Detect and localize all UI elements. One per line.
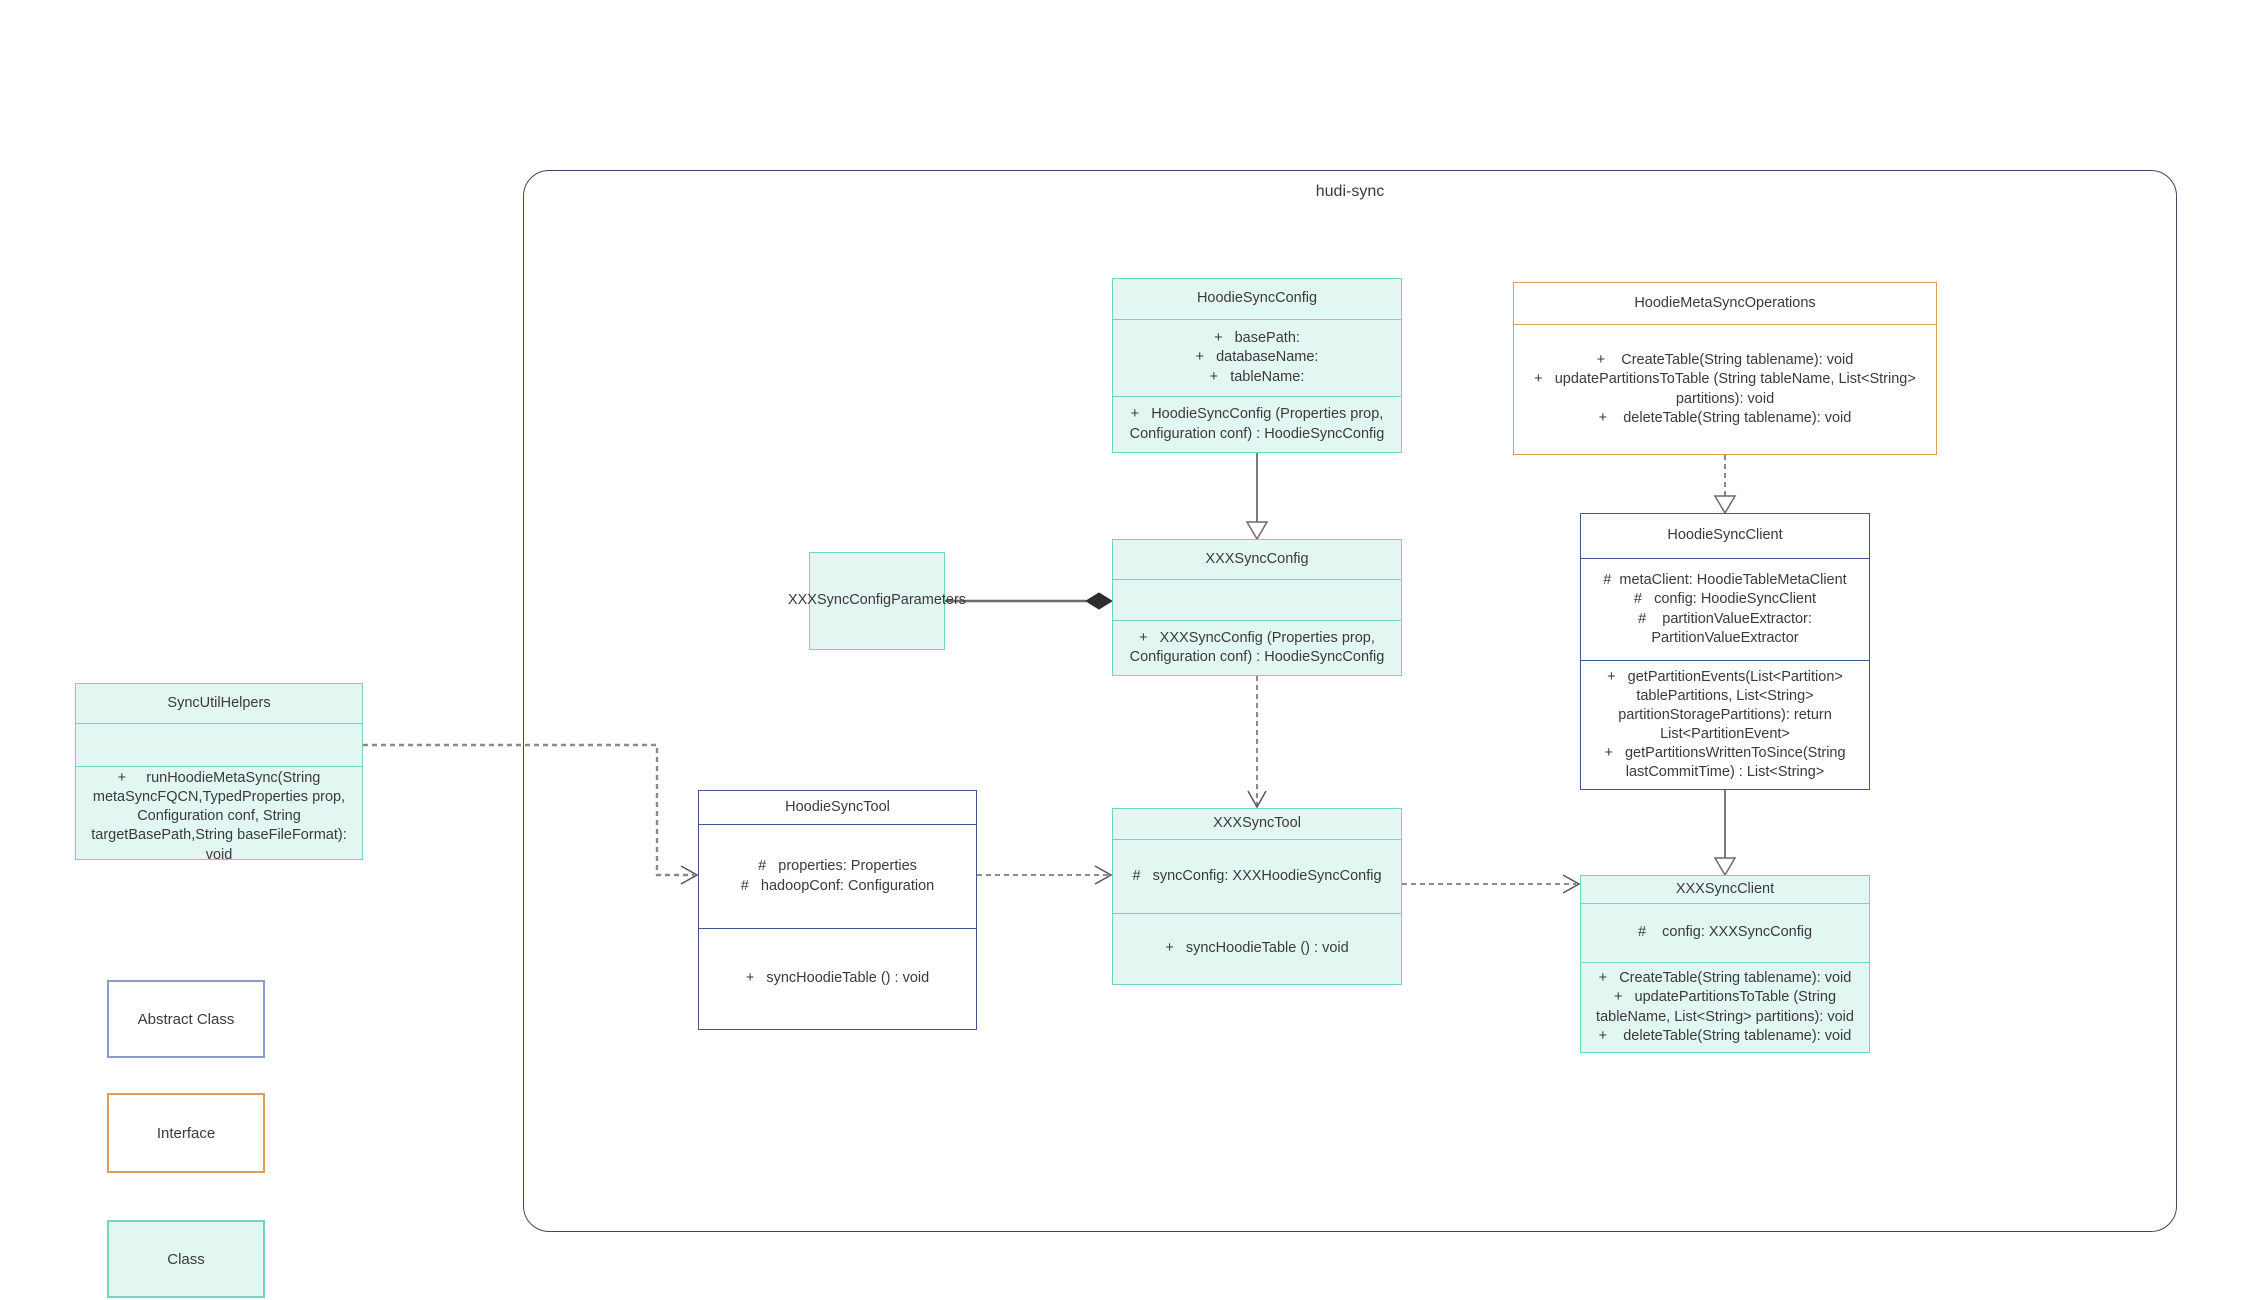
field: # hadoopConf: Configuration xyxy=(740,877,935,894)
class-title: XXXSyncTool xyxy=(1213,815,1301,832)
method: + HoodieSyncConfig (Properties prop, Con… xyxy=(1129,406,1385,442)
class-xxx-sync-config-parameters: XXXSyncConfigParameters xyxy=(787,552,967,650)
class-fields: # metaClient: HoodieTableMetaClient # co… xyxy=(1581,558,1869,660)
field: # properties: Properties xyxy=(758,858,917,875)
interface-methods: + CreateTable(String tablename): void + … xyxy=(1514,324,1936,454)
field: + databaseName: xyxy=(1195,349,1319,366)
interface-title: HoodieMetaSyncOperations xyxy=(1634,294,1816,311)
interface-hoodie-meta-sync-operations: HoodieMetaSyncOperations + CreateTable(S… xyxy=(1513,282,1937,455)
class-title: XXXSyncConfig xyxy=(1205,550,1309,567)
class-title: XXXSyncConfigParameters xyxy=(787,592,967,609)
class-title: SyncUtilHelpers xyxy=(167,694,271,711)
package-title: hudi-sync xyxy=(1315,183,1385,200)
class-methods: + runHoodieMetaSync(String metaSyncFQCN,… xyxy=(76,766,362,867)
class-methods: + getPartitionEvents(List<Partition> tab… xyxy=(1581,660,1869,789)
class-xxx-sync-tool: XXXSyncTool # syncConfig: XXXHoodieSyncC… xyxy=(1112,808,1402,985)
method: + syncHoodieTable () : void xyxy=(745,970,930,987)
method: + CreateTable(String tablename): void xyxy=(1598,970,1852,987)
class-methods: + HoodieSyncConfig (Properties prop, Con… xyxy=(1113,396,1401,452)
package-hudi-sync: hudi-sync xyxy=(523,170,2177,1232)
class-fields xyxy=(1113,579,1401,620)
method: + XXXSyncConfig (Properties prop, Config… xyxy=(1129,629,1385,665)
method: + CreateTable(String tablename): void xyxy=(1596,352,1854,369)
legend-label: Abstract Class xyxy=(137,1010,235,1028)
method: + updatePartitionsToTable (String tableN… xyxy=(1596,989,1854,1025)
abstract-class-hoodie-sync-tool: HoodieSyncTool # properties: Properties … xyxy=(698,790,977,1030)
class-hoodie-sync-config: HoodieSyncConfig + basePath: + databaseN… xyxy=(1112,278,1402,453)
class-methods: + XXXSyncConfig (Properties prop, Config… xyxy=(1113,620,1401,675)
class-xxx-sync-config: XXXSyncConfig + XXXSyncConfig (Propertie… xyxy=(1112,539,1402,676)
class-sync-util-helpers: SyncUtilHelpers + runHoodieMetaSync(Stri… xyxy=(75,683,363,863)
class-fields: # config: XXXSyncConfig xyxy=(1581,903,1869,962)
class-methods: + syncHoodieTable () : void xyxy=(699,928,976,1029)
class-methods: + syncHoodieTable () : void xyxy=(1113,913,1401,984)
class-methods: + CreateTable(String tablename): void + … xyxy=(1581,962,1869,1052)
field: # config: HoodieSyncClient xyxy=(1633,591,1817,608)
class-fields: + basePath: + databaseName: + tableName: xyxy=(1113,319,1401,396)
method: + getPartitionEvents(List<Partition> tab… xyxy=(1607,668,1843,742)
abstract-class-hoodie-sync-client: HoodieSyncClient # metaClient: HoodieTab… xyxy=(1580,513,1870,790)
class-fields xyxy=(76,723,362,766)
class-title: XXXSyncClient xyxy=(1675,880,1775,897)
class-title: HoodieSyncClient xyxy=(1667,527,1783,544)
legend-label: Interface xyxy=(156,1124,216,1142)
class-title: HoodieSyncConfig xyxy=(1196,290,1318,307)
method: + runHoodieMetaSync(String metaSyncFQCN,… xyxy=(91,770,347,863)
class-title: HoodieSyncTool xyxy=(785,798,890,815)
method: + updatePartitionsToTable (String tableN… xyxy=(1534,371,1916,407)
method: + deleteTable(String tablename): void xyxy=(1598,1027,1852,1044)
method: + syncHoodieTable () : void xyxy=(1165,940,1349,957)
legend-class: Class xyxy=(107,1220,265,1298)
field: + basePath: xyxy=(1214,330,1300,347)
method: + deleteTable(String tablename): void xyxy=(1598,409,1852,426)
field: # partitionValueExtractor: PartitionValu… xyxy=(1638,610,1812,646)
field: # config: XXXSyncConfig xyxy=(1637,924,1813,941)
field: # metaClient: HoodieTableMetaClient xyxy=(1603,572,1847,589)
method: + getPartitionsWrittenToSince(String las… xyxy=(1604,745,1846,781)
legend-interface: Interface xyxy=(107,1093,265,1173)
class-fields: # properties: Properties # hadoopConf: C… xyxy=(699,824,976,928)
field: + tableName: xyxy=(1209,368,1305,385)
class-xxx-sync-client: XXXSyncClient # config: XXXSyncConfig + … xyxy=(1580,875,1870,1053)
legend-label: Class xyxy=(167,1250,205,1268)
legend-abstract-class: Abstract Class xyxy=(107,980,265,1058)
class-fields: # syncConfig: XXXHoodieSyncConfig xyxy=(1113,839,1401,913)
field: # syncConfig: XXXHoodieSyncConfig xyxy=(1132,867,1382,884)
